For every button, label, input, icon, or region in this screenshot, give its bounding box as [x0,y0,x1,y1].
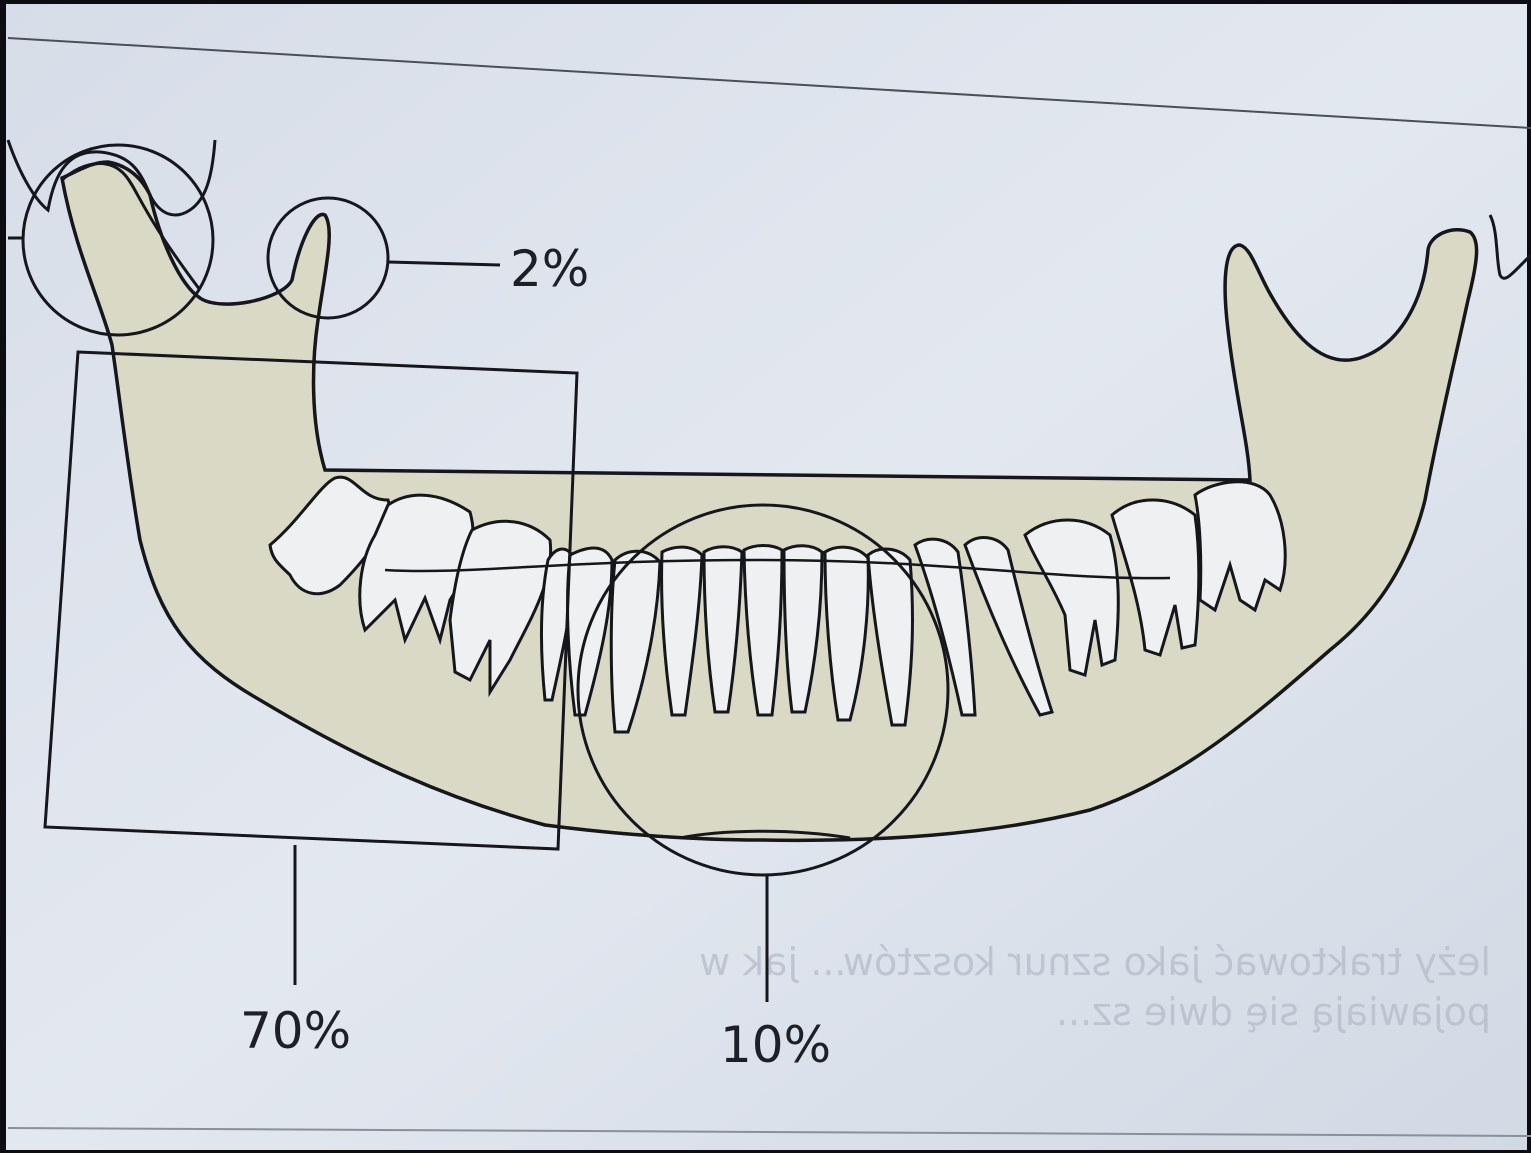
label-2pct: 2% [510,240,589,298]
label-70pct: 70% [240,1002,351,1060]
label-10pct: 10% [720,1016,831,1074]
bleed-line-2: pojawiają się dwie sz... [1056,990,1491,1034]
bleed-line-1: leży traktować jako sznur kosztów... jak… [699,940,1491,984]
